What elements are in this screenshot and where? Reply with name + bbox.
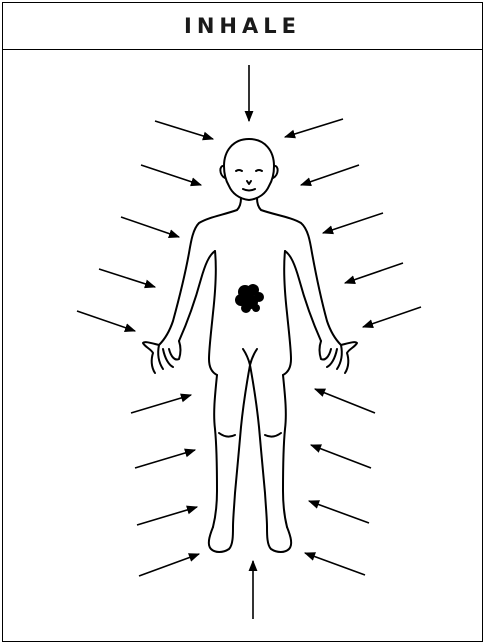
page-title: INHALE: [184, 14, 301, 38]
inward-arrow-icon: [155, 121, 213, 139]
inward-arrow-icon: [77, 311, 135, 331]
inward-arrow-icon: [285, 119, 343, 137]
inward-arrow-icon: [131, 395, 191, 413]
inward-arrow-icon: [121, 217, 179, 237]
inhale-diagram: [3, 50, 484, 643]
figure-area: [3, 50, 484, 643]
inward-arrow-icon: [311, 445, 371, 468]
inward-arrow-icon: [315, 389, 375, 413]
dark-spot-icon: [235, 284, 264, 313]
inward-arrow-icon: [301, 165, 359, 185]
human-body-icon: [143, 139, 357, 552]
inward-arrow-icon: [305, 553, 365, 575]
inward-arrow-icon: [99, 269, 155, 287]
inward-arrow-icon: [137, 507, 197, 525]
arrows: [77, 65, 421, 619]
inward-arrow-icon: [135, 450, 195, 468]
title-bar: INHALE: [3, 3, 482, 50]
inward-arrow-icon: [345, 263, 403, 283]
inward-arrow-icon: [141, 165, 201, 185]
inward-arrow-icon: [323, 213, 383, 233]
inward-arrow-icon: [139, 554, 199, 576]
inward-arrow-icon: [309, 501, 369, 523]
inward-arrow-icon: [363, 307, 421, 327]
